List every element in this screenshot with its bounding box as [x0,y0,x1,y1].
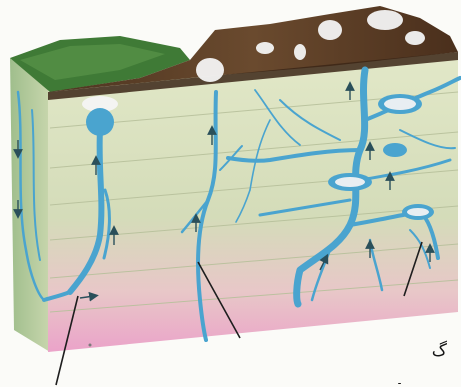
speck [89,344,92,347]
caption-fragment-2: ۔ [396,373,403,387]
block-side-face [10,58,50,352]
caption-fragment: گ [432,341,447,361]
